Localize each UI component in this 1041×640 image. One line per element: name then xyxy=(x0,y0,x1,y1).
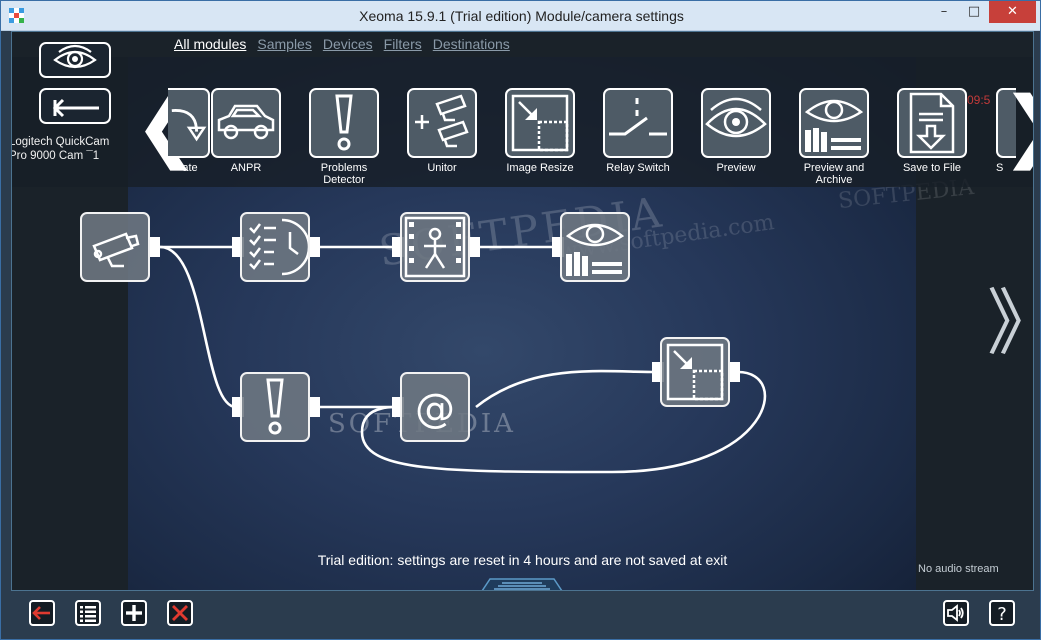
email-icon: @ xyxy=(415,386,455,432)
palette-module-relay-switch[interactable]: Relay Switch xyxy=(594,88,682,174)
camera-plus-icon xyxy=(407,88,477,158)
scheduler-icon xyxy=(249,218,311,276)
sound-button[interactable] xyxy=(943,600,969,626)
tab-devices[interactable]: Devices xyxy=(322,36,373,52)
bottom-toolbar: ? xyxy=(1,591,1040,639)
back-red-arrow-button[interactable] xyxy=(29,600,55,626)
add-camera-button[interactable] xyxy=(121,600,147,626)
camera-preview-button[interactable] xyxy=(39,42,111,78)
eye-icon xyxy=(701,88,771,158)
exclamation-icon xyxy=(309,88,379,158)
camera-clock-overlay: 09:5 xyxy=(967,93,991,107)
tab-filters[interactable]: Filters xyxy=(383,36,422,52)
resize-icon xyxy=(505,88,575,158)
node-scheduler[interactable] xyxy=(240,212,311,282)
delete-camera-button[interactable] xyxy=(167,600,193,626)
xeoma-app-icon xyxy=(9,8,24,23)
canvas-next-arrow[interactable]: 》 xyxy=(987,287,1033,359)
palette-module-partial[interactable]: S xyxy=(986,88,1016,174)
palette-module-label: Problems Detector xyxy=(320,162,368,186)
audio-status: No audio stream xyxy=(918,563,999,575)
palette-module-label: S xyxy=(996,162,1004,174)
add-icon xyxy=(126,605,142,621)
title-bar: Xeoma 15.9.1 (Trial edition) Module/came… xyxy=(1,1,1040,31)
modules-list-button[interactable] xyxy=(75,600,101,626)
palette-module-label: ANPR xyxy=(230,162,262,174)
node-preview-archive[interactable] xyxy=(560,212,630,282)
module-palette: 09:5 ❮ ate ANPR Problems Detector xyxy=(12,57,1033,187)
palette-module-problems-detector[interactable]: Problems Detector xyxy=(300,88,388,186)
palette-module-label: ate xyxy=(182,162,198,174)
palette-module-anpr[interactable]: ANPR xyxy=(202,88,290,174)
module-category-tabs: All modules Samples Devices Filters Dest… xyxy=(174,36,510,56)
tab-all-modules[interactable]: All modules xyxy=(174,36,247,52)
eye-archive-icon xyxy=(565,223,625,276)
motion-detector-icon xyxy=(404,216,466,278)
camera-name-label: Logitech QuickCam Pro 9000 Cam ¯1 xyxy=(11,136,110,162)
help-icon: ? xyxy=(997,604,1007,625)
palette-module-label: Save to File xyxy=(902,162,962,174)
help-button[interactable]: ? xyxy=(989,600,1015,626)
tab-samples[interactable]: Samples xyxy=(257,36,312,52)
palette-module-label: Unitor xyxy=(427,162,457,174)
list-icon xyxy=(80,606,96,622)
palette-module-label: Preview and Archive xyxy=(803,162,865,186)
back-red-arrow-icon xyxy=(32,606,50,620)
node-motion-detector[interactable] xyxy=(400,212,470,282)
camera-icon xyxy=(92,232,140,268)
eye-archive-icon xyxy=(799,88,869,158)
palette-module-rotate[interactable]: ate xyxy=(140,88,228,174)
back-arrow-icon xyxy=(52,98,99,118)
palette-module-preview[interactable]: Preview xyxy=(692,88,780,174)
maximize-button[interactable]: □ xyxy=(967,4,981,19)
svg-text:@: @ xyxy=(415,386,455,432)
palette-module-label: Image Resize xyxy=(506,162,574,174)
node-image-resize[interactable] xyxy=(660,337,730,407)
camera-tools-panel: Logitech QuickCam Pro 9000 Cam ¯1 xyxy=(12,32,128,192)
window-title: Xeoma 15.9.1 (Trial edition) Module/came… xyxy=(359,8,684,24)
palette-module-label: Relay Switch xyxy=(606,162,670,174)
minimize-button[interactable]: – xyxy=(940,4,948,19)
eye-icon xyxy=(53,44,97,69)
palette-next-arrow[interactable]: ❯ xyxy=(1001,87,1033,165)
speaker-icon xyxy=(947,604,964,622)
main-frame: SOFTPEDIA www.softpedia.com SOFTPEDIA SO… xyxy=(11,31,1034,591)
panel-drag-handle[interactable] xyxy=(474,577,570,591)
node-email[interactable]: @ xyxy=(400,372,470,442)
palette-module-image-resize[interactable]: Image Resize xyxy=(496,88,584,174)
delete-red-x-icon xyxy=(172,605,188,621)
back-to-list-button[interactable] xyxy=(39,88,111,124)
palette-module-unitor[interactable]: Unitor xyxy=(398,88,486,174)
trial-edition-message: Trial edition: settings are reset in 4 h… xyxy=(317,552,728,568)
rotate-icon xyxy=(168,88,210,158)
connection-lines xyxy=(159,245,767,474)
document-download-icon xyxy=(897,88,967,158)
car-icon xyxy=(211,88,281,158)
module-connection-graph xyxy=(148,237,767,474)
partial-module-icon xyxy=(996,88,1016,158)
palette-module-label: Preview xyxy=(716,162,756,174)
node-problems-detector[interactable] xyxy=(240,372,310,442)
exclamation-icon xyxy=(266,378,284,435)
tab-destinations[interactable]: Destinations xyxy=(432,36,510,52)
svg-text:?: ? xyxy=(997,604,1007,624)
close-button[interactable]: ✕ xyxy=(989,1,1036,23)
palette-module-save-to-file[interactable]: Save to File xyxy=(888,88,976,174)
palette-module-preview-and-archive[interactable]: Preview and Archive xyxy=(790,88,878,186)
resize-icon xyxy=(666,343,724,401)
relay-switch-icon xyxy=(603,88,673,158)
node-camera[interactable] xyxy=(80,212,150,282)
